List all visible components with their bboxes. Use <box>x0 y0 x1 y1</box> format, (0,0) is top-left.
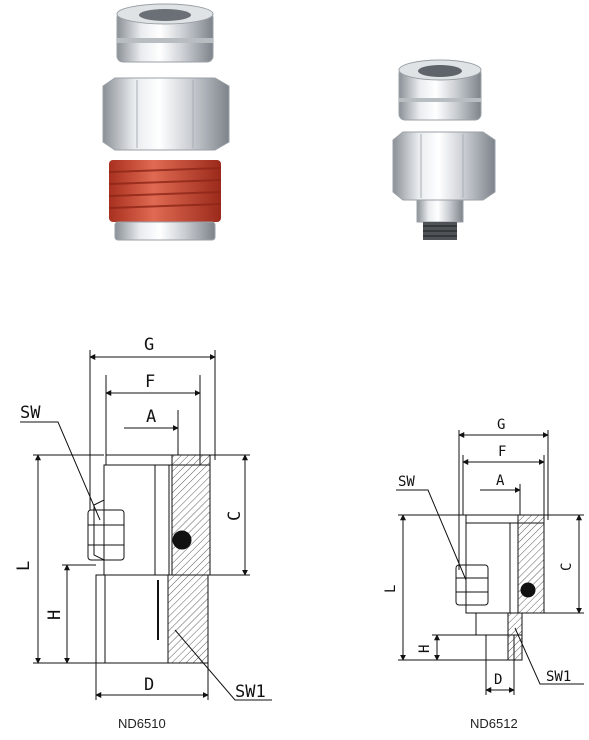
label-F: F <box>498 444 506 460</box>
label-G: G <box>497 417 505 433</box>
label-SW1: SW1 <box>546 669 571 685</box>
label-A: A <box>496 473 505 489</box>
label-SW: SW <box>398 474 415 490</box>
drawing-nd6510 <box>20 350 272 701</box>
label-D: D <box>144 675 154 695</box>
fitting-photo-nd6510 <box>102 3 230 241</box>
label-L: L <box>383 585 399 593</box>
label-SW1: SW1 <box>235 682 266 702</box>
drawing-nd6512-labels: G F A SW L H C D SW1 <box>383 417 575 688</box>
drawing-nd6512 <box>396 430 584 695</box>
label-A: A <box>146 407 156 427</box>
fitting-photo-nd6512 <box>392 59 496 240</box>
label-L: L <box>14 561 34 571</box>
caption-nd6510: ND6510 <box>118 716 166 731</box>
label-H: H <box>45 610 65 620</box>
drawing-nd6510-labels: G F A SW L H C D SW1 <box>14 335 266 702</box>
label-G: G <box>144 335 154 355</box>
label-H: H <box>417 645 433 653</box>
label-SW: SW <box>20 403 41 423</box>
label-C: C <box>559 563 575 571</box>
label-C: C <box>225 511 245 521</box>
label-D: D <box>494 672 502 688</box>
caption-nd6512: ND6512 <box>470 716 518 731</box>
label-F: F <box>145 372 155 392</box>
